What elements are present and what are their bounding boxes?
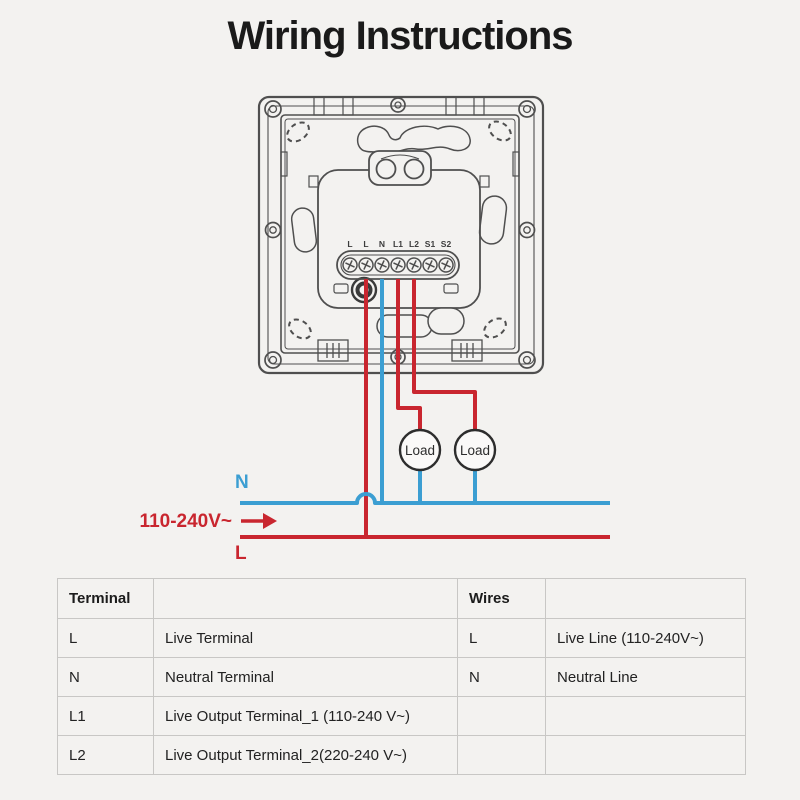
load1-circle [398, 428, 442, 472]
top-rail-tabs [313, 96, 485, 116]
module-tab-right [443, 283, 459, 294]
terminal-desc-cell: Neutral Terminal [153, 657, 458, 697]
left-bean-clip [290, 207, 318, 253]
right-bean-clip [478, 195, 508, 245]
terminal-desc-cell: Live Output Terminal_1 (110-240 V~) [153, 696, 458, 736]
terminal-header: Terminal [57, 578, 154, 619]
terminal-label-s2: S2 [441, 239, 452, 249]
terminal-labels: L L N L1 L2 S1 S2 [347, 239, 451, 249]
page-title: Wiring Instructions [227, 14, 573, 58]
load1-wire [396, 279, 422, 429]
terminal-screws [342, 257, 454, 273]
switch-device-illustration: L L N L1 L2 S1 S2 [257, 95, 545, 375]
wires-desc-header [545, 578, 746, 619]
terminal-desc-cell: Live Terminal [153, 618, 458, 658]
module-tab-left [333, 283, 349, 294]
table-row: N Neutral Terminal N Neutral Line [57, 657, 746, 697]
terminal-desc-cell: Live Output Terminal_2(220-240 V~) [153, 735, 458, 775]
wire-desc-cell [545, 735, 746, 775]
wires-header: Wires [457, 578, 546, 619]
wire-desc-cell: Live Line (110-240V~) [545, 618, 746, 658]
table-row: L2 Live Output Terminal_2(220-240 V~) [57, 735, 746, 775]
supply-arrow [241, 513, 277, 529]
wire-desc-cell: Neutral Line [545, 657, 746, 697]
terminal-wires-table: Terminal Wires L Live Terminal L Live Li… [57, 578, 746, 775]
terminal-label-l2: L [363, 239, 368, 249]
terminal-cell: L2 [57, 735, 154, 775]
frame-screws [264, 97, 536, 369]
table-row: L1 Live Output Terminal_1 (110-240 V~) [57, 696, 746, 736]
wire-cell [457, 735, 546, 775]
voltage-label: 110-240V~ [140, 511, 232, 532]
table-header-row: Terminal Wires [57, 578, 746, 619]
terminal-label-l1: L [347, 239, 352, 249]
wiring-lines [240, 279, 610, 539]
module-right-ear [479, 175, 490, 188]
bottom-pill [376, 314, 433, 338]
right-wall-clip [512, 151, 520, 177]
terminal-cell: L [57, 618, 154, 658]
wire-desc-cell [545, 696, 746, 736]
terminal-cell: L1 [57, 696, 154, 736]
wavy-clip [356, 125, 471, 154]
bottom-pill-round [427, 307, 465, 335]
module-left-ear [308, 175, 319, 188]
loads: Load Load [398, 428, 497, 472]
wiring-diagram-canvas: L L N L1 L2 S1 S2 Load [140, 95, 610, 564]
wire-cell: N [457, 657, 546, 697]
terminal-label-s1: S1 [425, 239, 436, 249]
load1-label: Load [405, 443, 435, 458]
terminal-wires-table-wrap: Terminal Wires L Live Terminal L Live Li… [57, 578, 746, 775]
plate-outer-edge [257, 95, 545, 375]
wire-cell [457, 696, 546, 736]
live-line-label: L [235, 543, 247, 564]
terminal-label-out2: L2 [409, 239, 419, 249]
load2-wire [412, 279, 477, 429]
terminal-desc-header [153, 578, 458, 619]
corner-dashed-ovals [286, 120, 512, 340]
neutral-bus [240, 492, 610, 505]
wire-cell: L [457, 618, 546, 658]
terminal-cell: N [57, 657, 154, 697]
load2-label: Load [460, 443, 490, 458]
terminal-label-n: N [379, 239, 385, 249]
neutral-line-label: N [235, 472, 249, 493]
terminal-strip [336, 250, 460, 280]
terminal-label-out1: L1 [393, 239, 403, 249]
bottom-vent-slots [317, 339, 483, 362]
left-wall-clip [280, 151, 288, 177]
module-head [368, 150, 432, 186]
load2-circle [453, 428, 497, 472]
table-row: L Live Terminal L Live Line (110-240V~) [57, 618, 746, 658]
